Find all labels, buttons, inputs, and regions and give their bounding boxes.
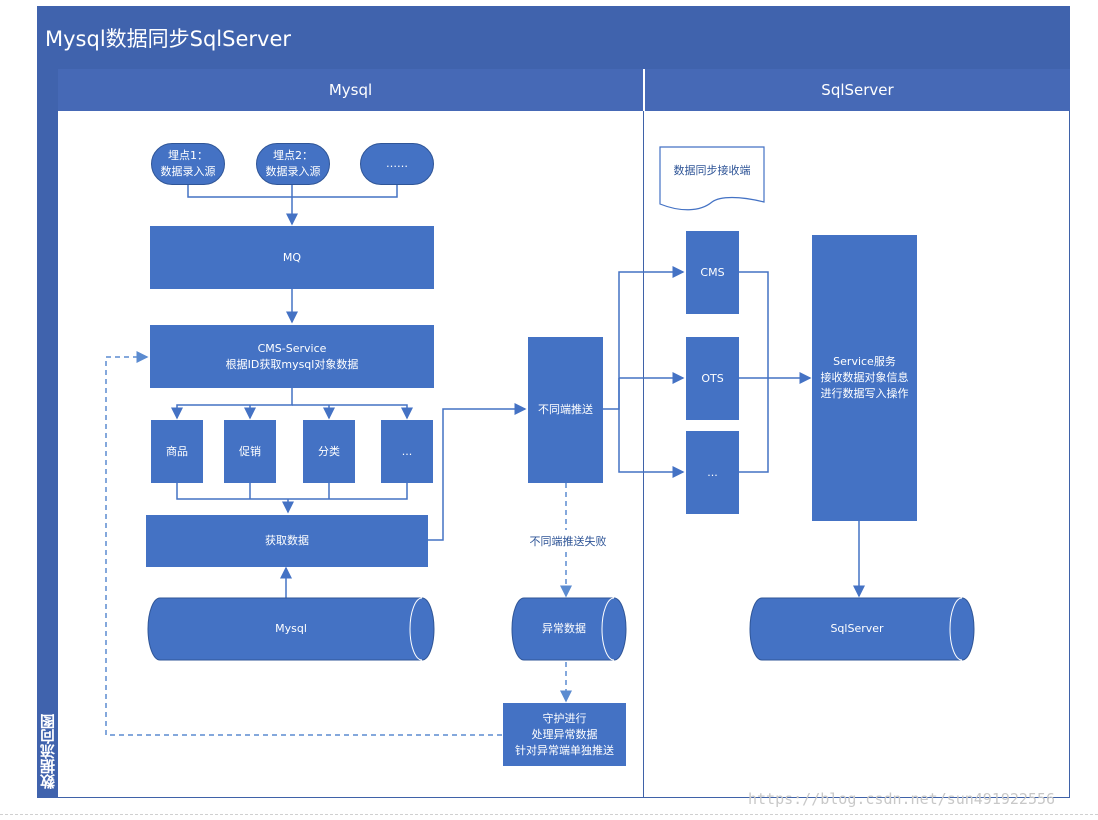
category-more-node: ... xyxy=(381,420,433,483)
push-to-cms-arrow xyxy=(603,266,685,410)
ends-join-line xyxy=(739,271,769,473)
category-goods-node: 商品 xyxy=(151,420,203,483)
cms-to-goods-arrow xyxy=(171,388,293,420)
mysql-db-shape xyxy=(147,597,435,661)
source-node-2: 埋点2： 数据录入源 xyxy=(256,143,330,185)
source-node-1: 埋点1： 数据录入源 xyxy=(151,143,225,185)
push-fail-label: 不同端推送失败 xyxy=(529,535,607,548)
endpoint-cms-node: CMS xyxy=(686,231,739,314)
endpoint-ots-node: OTS xyxy=(686,337,739,420)
category-promo-node: 促销 xyxy=(224,420,276,483)
cms-to-more-arrow xyxy=(292,404,413,420)
daemon-node: 守护进行 处理异常数据 针对异常端单独推送 xyxy=(503,703,626,766)
lane-divider xyxy=(643,111,644,798)
receiver-doc-label: 数据同步接收端 xyxy=(673,164,751,177)
error-db-shape xyxy=(511,597,627,661)
bottom-dash-line xyxy=(0,814,1098,815)
push-to-more-arrow xyxy=(618,378,685,478)
mq-node: MQ xyxy=(150,226,434,289)
side-strip xyxy=(37,69,58,798)
lane-header-mysql: Mysql xyxy=(58,69,643,111)
sqlserver-db-label: SqlServer xyxy=(830,622,884,635)
source-node-more: …… xyxy=(360,143,434,185)
diagram-title: Mysql数据同步SqlServer xyxy=(37,6,1070,69)
watermark: https://blog.csdn.net/sun491922556 xyxy=(748,790,1056,808)
lane-header-sqlserver: SqlServer xyxy=(644,69,1070,111)
receiver-doc-shape xyxy=(659,146,765,211)
daemon-retry-arrow xyxy=(105,351,502,736)
cms-service-node: CMS-Service 根据ID获取mysql对象数据 xyxy=(150,325,434,388)
fetch-data-node: 获取数据 xyxy=(146,515,428,567)
push-node: 不同端推送 xyxy=(528,337,603,483)
endpoint-more-node: ... xyxy=(686,431,739,514)
categories-join-line xyxy=(176,483,408,500)
service-node: Service服务 接收数据对象信息 进行数据写入操作 xyxy=(812,235,917,521)
fetch-to-push-arrow xyxy=(428,403,527,541)
mysql-db-label: Mysql xyxy=(275,622,307,635)
categories-join-ticks xyxy=(249,483,330,499)
error-db-label: 异常数据 xyxy=(542,622,586,635)
category-class-node: 分类 xyxy=(303,420,355,483)
sqlserver-db-shape xyxy=(749,597,975,661)
